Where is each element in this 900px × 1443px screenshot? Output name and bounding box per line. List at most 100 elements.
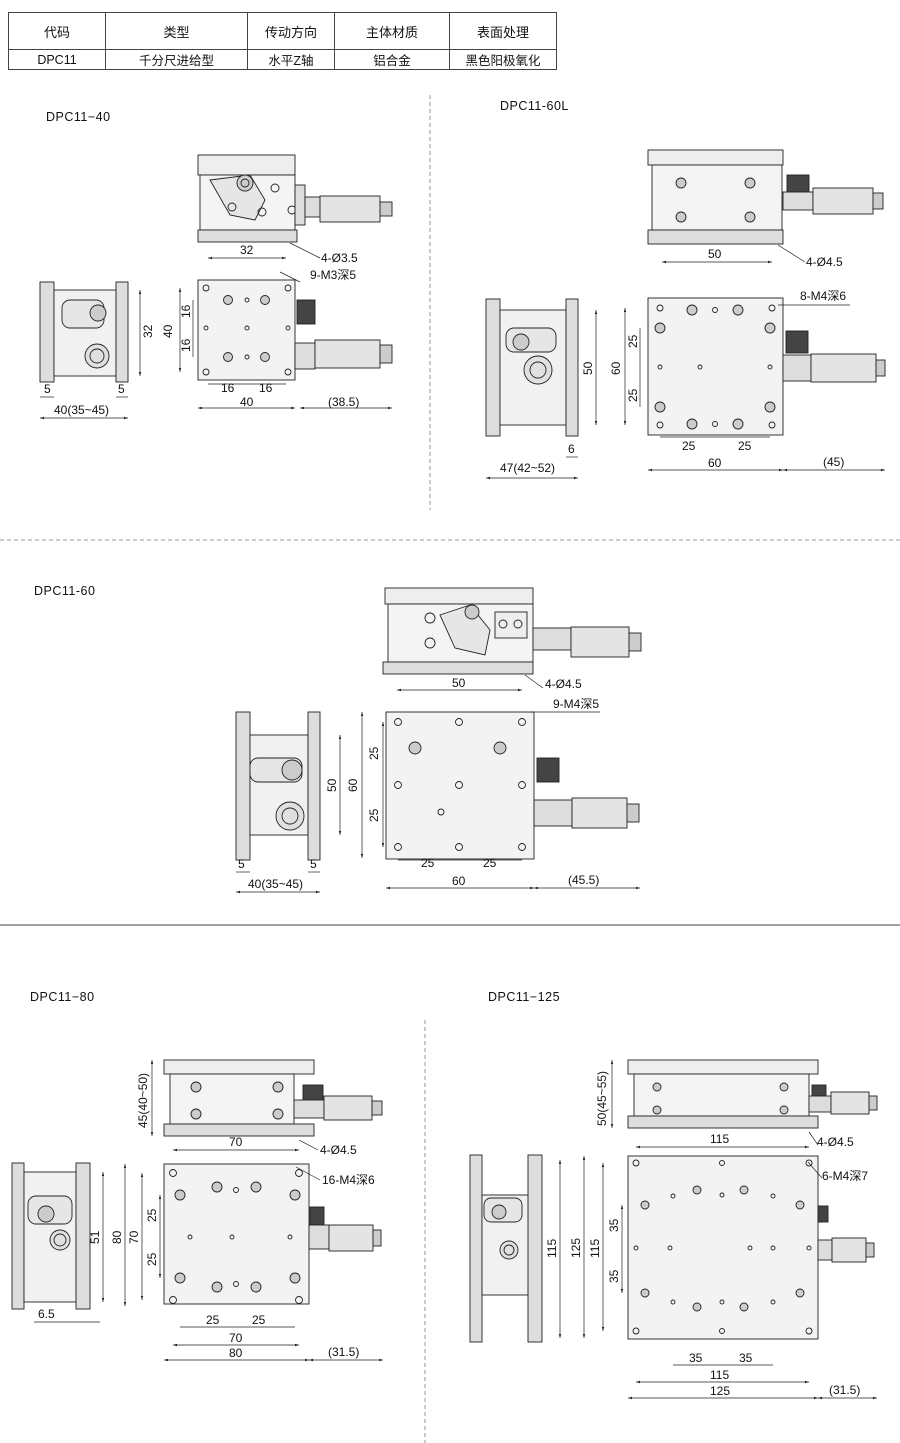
d125-holes: 4-Ø4.5	[817, 1135, 854, 1149]
spec-table: 代码 类型 传动方向 主体材质 表面处理 DPC11 千分尺进给型 水平Z轴 铝…	[8, 12, 557, 70]
d60-top50: 50	[452, 676, 466, 690]
dpc11-60-dim-labels: 50 4-Ø4.5 9-M4深5 25 25 60 50 25 25 60 (4…	[238, 676, 599, 891]
cell-material: 铝合金	[334, 49, 450, 70]
d60l-h60: 60	[708, 456, 722, 470]
dpc11-40-dim-labels: 32 4-Ø3.5 9-M3深5 16 16 40 32 16 16 40 (3…	[44, 243, 359, 417]
d40-holes: 4-Ø3.5	[321, 251, 358, 265]
d80-h70: 70	[229, 1331, 243, 1345]
d125-h115: 115	[710, 1368, 729, 1382]
d60-side50: 50	[325, 778, 339, 792]
d40-h16a: 16	[221, 381, 235, 395]
d60l-side50: 50	[581, 361, 595, 375]
d60l-top50: 50	[708, 247, 722, 261]
d80-top70: 70	[229, 1135, 243, 1149]
d80-v25a: 25	[145, 1208, 159, 1222]
d125-top115: 115	[710, 1132, 729, 1146]
dpc11-80-dimensions	[34, 1060, 383, 1362]
d40-side32: 32	[141, 324, 155, 338]
header-type: 类型	[105, 12, 248, 50]
cell-finish: 黑色阳极氧化	[449, 49, 557, 70]
dpc11-60-drawing	[235, 587, 642, 861]
title-dpc11-80: DPC11−80	[30, 990, 95, 1004]
d60l-side6: 6	[568, 442, 575, 456]
title-dpc11-60l: DPC11-60L	[500, 99, 569, 113]
header-code: 代码	[8, 12, 106, 50]
header-finish: 表面处理	[449, 12, 557, 50]
spec-table-row: DPC11 千分尺进给型 水平Z轴 铝合金 黑色阳极氧化	[8, 49, 557, 70]
d60-h25b: 25	[483, 856, 497, 870]
d80-v80: 80	[110, 1230, 124, 1244]
d60-left5: 5	[238, 857, 245, 871]
d60-v25a: 25	[367, 746, 381, 760]
header-material: 主体材质	[334, 12, 450, 50]
d60l-holes: 4-Ø4.5	[806, 255, 843, 269]
d40-top-32: 32	[240, 243, 254, 257]
d60l-ext: (45)	[823, 455, 844, 469]
title-dpc11-60: DPC11-60	[34, 584, 96, 598]
d60l-h25b: 25	[738, 439, 752, 453]
dpc11-60l-dimensions	[486, 244, 885, 480]
d40-right5: 5	[118, 382, 125, 396]
d60-v60: 60	[346, 778, 360, 792]
d125-ext: (31.5)	[829, 1383, 860, 1397]
cell-type: 千分尺进给型	[105, 49, 248, 70]
dpc11-60-dimensions	[236, 674, 640, 894]
d40-ext: (38.5)	[328, 395, 359, 409]
d40-h16b: 16	[259, 381, 273, 395]
d60-holes: 4-Ø4.5	[545, 677, 582, 691]
d60l-v60: 60	[609, 361, 623, 375]
d60-ext: (45.5)	[568, 873, 599, 887]
d80-side65: 6.5	[38, 1307, 55, 1321]
cell-direction: 水平Z轴	[247, 49, 335, 70]
d40-v16a: 16	[179, 304, 193, 318]
d125-v35b: 35	[607, 1269, 621, 1283]
d125-h125: 125	[710, 1384, 730, 1398]
d60l-v25b: 25	[626, 388, 640, 402]
d40-left5: 5	[44, 382, 51, 396]
dpc11-60l-drawing	[485, 149, 886, 437]
d60l-width: 47(42~52)	[500, 461, 555, 475]
d125-h35b: 35	[739, 1351, 753, 1365]
dpc11-40-dimensions	[40, 242, 392, 420]
d80-h25b: 25	[252, 1313, 266, 1327]
d125-side115: 115	[545, 1239, 559, 1258]
d80-side51: 51	[88, 1230, 102, 1244]
d80-v70: 70	[127, 1230, 141, 1244]
d60-v25b: 25	[367, 808, 381, 822]
d40-h40: 40	[240, 395, 254, 409]
d80-holes: 4-Ø4.5	[320, 1143, 357, 1157]
d60-right5: 5	[310, 857, 317, 871]
d60-width: 40(35~45)	[248, 877, 303, 891]
d60-tap: 9-M4深5	[553, 697, 599, 711]
title-dpc11-40: DPC11−40	[46, 110, 111, 124]
d40-v16b: 16	[179, 338, 193, 352]
d125-v35a: 35	[607, 1218, 621, 1232]
dpc11-80-drawing	[11, 1059, 383, 1310]
d125-tap: 6-M4深7	[822, 1169, 868, 1183]
dpc11-40-drawing	[39, 154, 393, 383]
d125-height: 50(45~55)	[595, 1071, 609, 1126]
d80-ext: (31.5)	[328, 1345, 359, 1359]
d60l-tap: 8-M4深6	[800, 289, 846, 303]
dpc11-125-dimensions	[558, 1060, 877, 1400]
d80-h80: 80	[229, 1346, 243, 1360]
d125-h35a: 35	[689, 1351, 703, 1365]
dpc11-125-dim-labels: 50(45~55) 115 4-Ø4.5 6-M4深7 35 35 115 12…	[545, 1071, 868, 1398]
dpc11-80-dim-labels: 45(40~50) 70 4-Ø4.5 16-M4深6 25 25 70 80 …	[38, 1073, 375, 1360]
d60-h60: 60	[452, 874, 466, 888]
d60l-v25a: 25	[626, 334, 640, 348]
d125-v125: 125	[569, 1238, 583, 1258]
d80-v25b: 25	[145, 1252, 159, 1266]
dpc11-125-drawing	[469, 1059, 878, 1343]
d60l-h25a: 25	[682, 439, 696, 453]
d40-tap: 9-M3深5	[310, 268, 356, 282]
d80-h25a: 25	[206, 1313, 220, 1327]
d60-h25a: 25	[421, 856, 435, 870]
spec-table-header: 代码 类型 传动方向 主体材质 表面处理	[8, 12, 557, 50]
d40-width: 40(35~45)	[54, 403, 109, 417]
d80-tap: 16-M4深6	[322, 1173, 375, 1187]
title-dpc11-125: DPC11−125	[488, 990, 561, 1004]
d40-v40: 40	[161, 324, 175, 338]
d80-height: 45(40~50)	[136, 1073, 150, 1128]
